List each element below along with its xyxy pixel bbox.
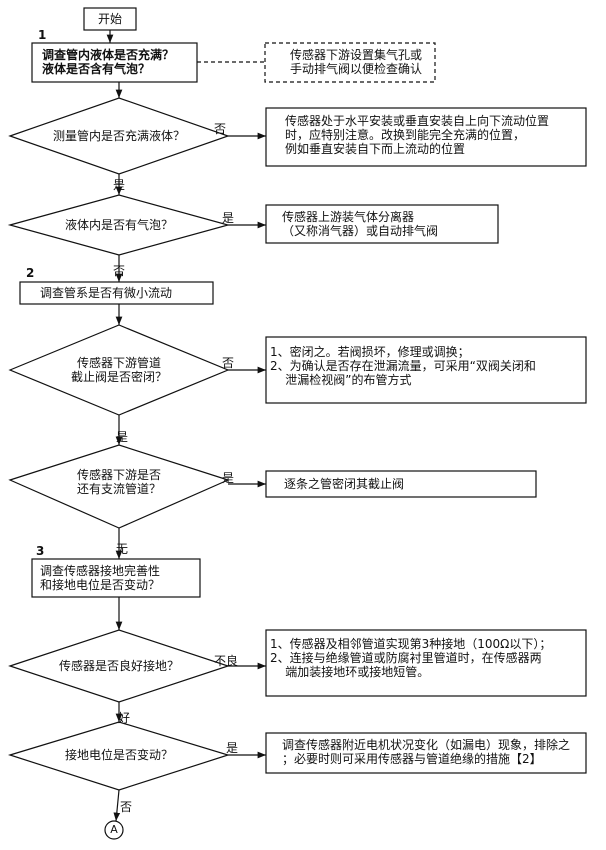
decision-4-yes-label: 是 xyxy=(222,471,235,485)
connectors xyxy=(106,30,266,822)
step2-number: 2 xyxy=(26,266,35,280)
d3-action-box xyxy=(265,336,587,404)
start-label: 开始 xyxy=(97,12,122,26)
decision-4-no-label: 无 xyxy=(116,542,129,556)
step3-box xyxy=(31,558,201,598)
decision-6-yes-label: 是 xyxy=(226,741,239,755)
decision-6-no-label: 否 xyxy=(120,800,133,814)
end-connector xyxy=(104,820,124,840)
decision-1-action-text: 传感器处于水平安装或垂直安装自上向下流动位置 时，应特别注意。改换到能完全充满的… xyxy=(285,114,550,156)
decision-6-text: 接地电位是否变动？ xyxy=(64,748,173,762)
decision-4 xyxy=(8,444,230,529)
decision-2-no-label: 否 xyxy=(113,264,126,278)
decision-4-text: 传感器下游是否 还有支流管道？ xyxy=(76,468,161,496)
d4-action-box xyxy=(265,470,537,498)
step1-box xyxy=(31,42,198,83)
decision-3-yes-label: 是 xyxy=(116,430,129,444)
decision-3-no-label: 否 xyxy=(222,356,235,370)
step3-text: 调查传感器接地完善性 和接地电位是否变动？ xyxy=(40,564,161,592)
decision-5-action-text: 1、传感器及相邻管道实现第3种接地（100Ω以下）； 2、连接与绝缘管道或防腐衬… xyxy=(270,637,552,679)
d5-action-box xyxy=(265,629,587,697)
step1-text: 调查管内液体是否充满？ 液体是否含有气泡？ xyxy=(42,48,175,76)
step2-text: 调查管系是否有微小流动 xyxy=(40,286,173,300)
decision-6-action-text: 调查传感器附近电机状况变化（如漏电）现象，排除之 ；必要时则可采用传感器与管道绝… xyxy=(282,738,571,766)
decision-3-action-text: 1、密闭之。若阀损坏，修理或调换； 2、为确认是否存在泄漏流量，可采用“双阀关闭… xyxy=(270,345,536,387)
decision-5-text: 传感器是否良好接地？ xyxy=(58,659,179,673)
decision-1-text: 测量管内是否充满液体？ xyxy=(52,129,185,143)
decision-4-action-text: 逐条之管密闭其截止阀 xyxy=(284,477,405,491)
end-connector-label: A xyxy=(110,823,118,836)
step1-note-box xyxy=(264,42,436,83)
step3-number: 3 xyxy=(36,544,45,558)
step1-note-text: 传感器下游设置集气孔或 手动排气阀以便检查确认 xyxy=(290,48,423,76)
decision-2-yes-label: 是 xyxy=(222,211,235,225)
decision-1-yes-label: 是 xyxy=(113,178,126,192)
decision-3-text: 传感器下游管道 截止阀是否密闭？ xyxy=(70,356,167,384)
decision-5-good-label: 好 xyxy=(118,711,131,725)
decision-5-bad-label: 不良 xyxy=(214,654,239,668)
d6-action-box xyxy=(265,732,587,774)
decision-2-text: 液体内是否有气泡？ xyxy=(64,218,173,232)
d1-action-box xyxy=(265,107,587,167)
d2-action-box xyxy=(265,204,499,244)
step1-number: 1 xyxy=(38,28,47,42)
step2-box xyxy=(19,281,214,305)
decision-2-action-text: 传感器上游装气体分离器 （又称消气器）或自动排气阀 xyxy=(282,210,439,238)
decision-1-no-label: 否 xyxy=(214,122,227,136)
